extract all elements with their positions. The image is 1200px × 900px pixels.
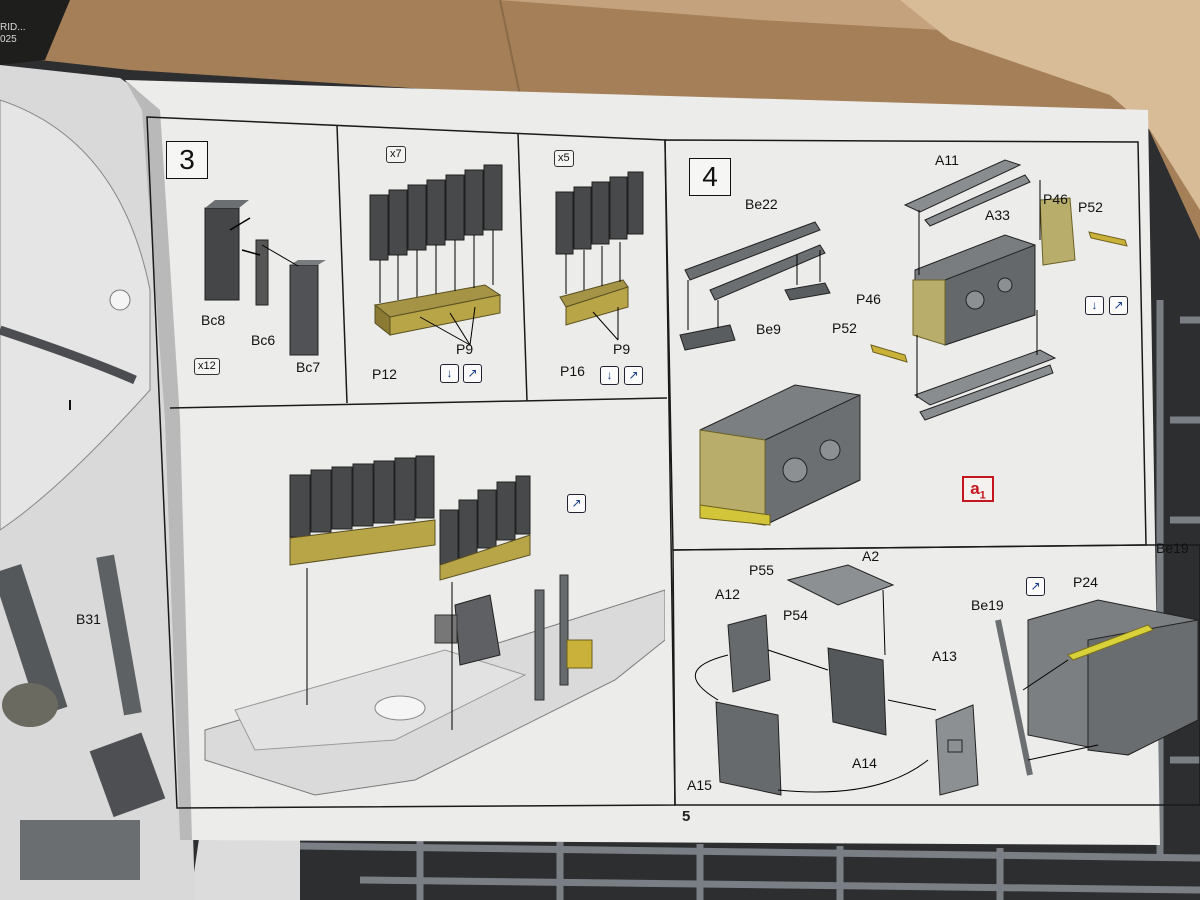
step-number-4: 4 (689, 158, 731, 196)
label-a15: A15 (687, 777, 712, 793)
qty-badge-x12: x12 (194, 358, 220, 375)
left-label-b31: B31 (76, 611, 101, 627)
sub-assembly-parts (695, 564, 1199, 796)
label-be22: Be22 (745, 196, 778, 212)
label-a33: A33 (985, 207, 1010, 223)
label-a11: A11 (935, 152, 959, 168)
label-bc6: Bc6 (251, 332, 276, 348)
glue-icon: ↗ (1109, 296, 1128, 315)
label-bc8: Bc8 (201, 312, 226, 328)
cardboard-box (40, 0, 1200, 240)
panel-b-parts (369, 164, 503, 346)
panel-c-parts (555, 171, 644, 341)
label-p16: P16 (560, 363, 585, 379)
panel-a-parts (204, 200, 326, 356)
label-a14: A14 (852, 755, 877, 771)
label-p54: P54 (783, 607, 808, 623)
glue-icon: ↗ (1026, 577, 1045, 596)
page-number: 5 (682, 808, 691, 825)
label-p12: P12 (372, 366, 397, 382)
label-p9-c: P9 (613, 341, 631, 357)
step3-hull-assembly (204, 455, 665, 796)
label-p46-top: P46 (1043, 191, 1068, 207)
label-p46-side: P46 (856, 291, 881, 307)
glue-icon: ↗ (624, 366, 643, 385)
drill-icon: ↓ (600, 366, 619, 385)
label-bc7: Bc7 (296, 359, 321, 375)
qty-badge-x7: x7 (386, 146, 406, 163)
right-page (125, 80, 1160, 845)
label-p9-b: P9 (456, 341, 474, 357)
left-page-drawing (0, 99, 166, 880)
drill-icon: ↓ (440, 364, 459, 383)
sprue-frames (299, 300, 1200, 900)
qty-badge-x5: x5 (554, 150, 574, 167)
reference-mark-a1: a1 (962, 476, 994, 502)
label-a12: A12 (715, 586, 740, 602)
drill-icon: ↓ (1085, 296, 1104, 315)
label-p55: P55 (749, 562, 774, 578)
step4-gearbox (679, 159, 1128, 526)
label-be19: Be19 (971, 597, 1004, 613)
label-a13: A13 (932, 648, 957, 664)
glue-icon: ↗ (567, 494, 586, 513)
label-p52-top: P52 (1078, 199, 1103, 215)
label-a2: A2 (862, 548, 880, 564)
label-be9: Be9 (756, 321, 781, 337)
label-p52-side: P52 (832, 320, 857, 336)
step-number-3: 3 (166, 141, 208, 179)
corner-box-text: RID... 025 (0, 22, 26, 45)
label-p24: P24 (1073, 574, 1098, 590)
label-be19-edge: Be19 (1156, 540, 1189, 556)
glue-icon: ↗ (463, 364, 482, 383)
